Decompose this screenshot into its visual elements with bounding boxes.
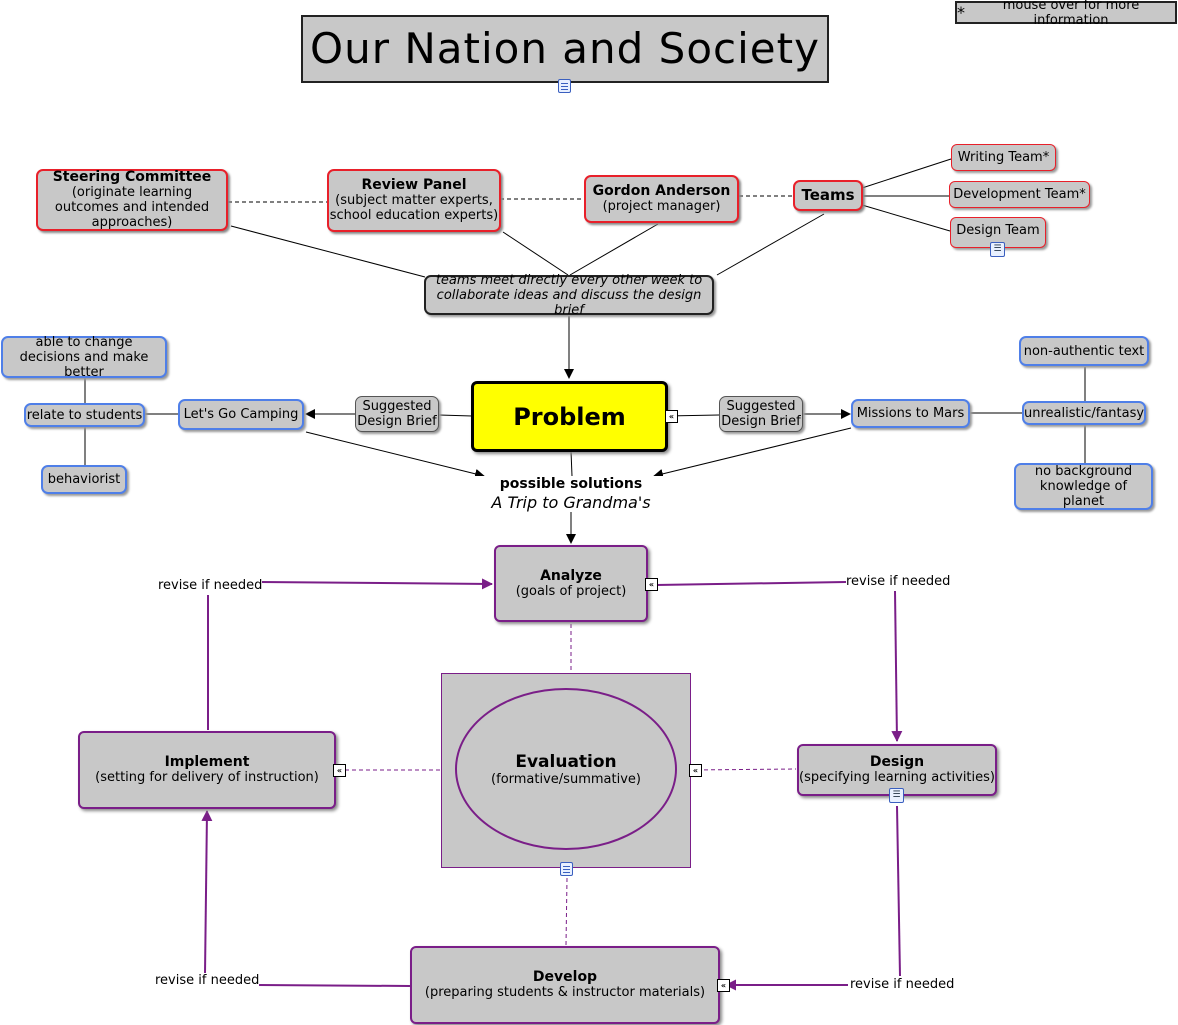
- node-subtitle: (project manager): [602, 199, 721, 214]
- gordon-anderson-node[interactable]: Gordon Anderson (project manager): [584, 175, 739, 223]
- node-title: Develop: [532, 969, 598, 985]
- node-title: Steering Committee: [52, 169, 212, 185]
- node-label: no background knowledge of planet: [1034, 464, 1133, 509]
- node-label: Suggested Design Brief: [721, 399, 801, 429]
- info-note: * mouse over for more information: [955, 0, 1177, 28]
- concept-map-icon[interactable]: ☰: [990, 242, 1005, 257]
- review-panel-node[interactable]: Review Panel (subject matter experts, sc…: [327, 169, 501, 232]
- document-icon[interactable]: [558, 79, 571, 93]
- note-text: mouse over for more information: [1002, 0, 1140, 28]
- node-subtitle: A Trip to Grandma's: [491, 493, 651, 512]
- node-title: Implement: [164, 754, 250, 770]
- implement-node[interactable]: Implement (setting for delivery of instr…: [78, 731, 336, 809]
- expand-arrows-icon[interactable]: «: [645, 578, 658, 591]
- possible-solutions-node[interactable]: possible solutions A Trip to Grandma's: [470, 476, 672, 512]
- node-subtitle: (specifying learning activities): [799, 770, 995, 785]
- node-label: Design Team: [956, 223, 1040, 238]
- analyze-node[interactable]: Analyze (goals of project): [494, 545, 648, 622]
- teams-node[interactable]: Teams: [793, 180, 863, 211]
- node-subtitle: (originate learning outcomes and intende…: [54, 185, 210, 230]
- node-title: Teams: [801, 186, 855, 204]
- problem-node[interactable]: Problem: [471, 381, 668, 452]
- node-label: able to change decisions and make better: [19, 334, 149, 380]
- suggested-design-brief-right[interactable]: Suggested Design Brief: [719, 396, 803, 432]
- no-background-knowledge-node[interactable]: no background knowledge of planet: [1014, 463, 1153, 510]
- steering-committee-node[interactable]: Steering Committee (originate learning o…: [36, 169, 228, 231]
- develop-node[interactable]: Develop (preparing students & instructor…: [410, 946, 720, 1024]
- expand-arrows-icon[interactable]: «: [717, 979, 730, 992]
- node-label: behaviorist: [47, 472, 121, 487]
- node-label: relate to students: [26, 407, 143, 423]
- evaluation-node[interactable]: Evaluation (formative/summative): [455, 688, 677, 850]
- able-to-change-node[interactable]: able to change decisions and make better: [1, 334, 167, 380]
- concept-map-icon[interactable]: ☰: [889, 788, 904, 803]
- node-label: Let's Go Camping: [183, 407, 299, 422]
- revise-label: revise if needed: [846, 574, 951, 589]
- document-icon[interactable]: [560, 862, 573, 876]
- node-title: Evaluation: [515, 751, 617, 772]
- node-label: Suggested Design Brief: [357, 399, 437, 429]
- suggested-design-brief-left[interactable]: Suggested Design Brief: [355, 396, 439, 432]
- expand-arrows-icon[interactable]: «: [333, 764, 346, 777]
- node-label: Writing Team*: [957, 150, 1050, 165]
- node-title: possible solutions: [499, 476, 643, 492]
- node-title: Review Panel: [361, 177, 467, 193]
- relate-to-students-node[interactable]: relate to students: [24, 403, 145, 427]
- node-title: Problem: [513, 402, 626, 431]
- revise-label: revise if needed: [158, 578, 263, 593]
- revise-label: revise if needed: [155, 973, 260, 988]
- map-title: Our Nation and Society: [301, 15, 829, 83]
- node-subtitle: (goals of project): [515, 583, 627, 599]
- node-title: Analyze: [540, 567, 602, 584]
- revise-label: revise if needed: [850, 977, 955, 992]
- team-meetings-node[interactable]: teams meet directly every other week to …: [424, 272, 714, 318]
- expand-arrows-icon[interactable]: «: [689, 764, 702, 777]
- node-title: Design: [869, 754, 925, 770]
- development-team-node[interactable]: Development Team*: [949, 181, 1090, 208]
- lets-go-camping-node[interactable]: Let's Go Camping: [178, 399, 304, 430]
- behaviorist-node[interactable]: behaviorist: [41, 465, 127, 494]
- node-label: unrealistic/fantasy: [1023, 405, 1145, 421]
- expand-arrows-icon[interactable]: «: [665, 410, 678, 423]
- note-star: *: [957, 3, 965, 22]
- node-label: Development Team*: [953, 187, 1086, 202]
- node-label: non-authentic text: [1023, 343, 1145, 359]
- node-subtitle: (subject matter experts, school educatio…: [329, 193, 499, 223]
- node-label: teams meet directly every other week to …: [435, 272, 703, 318]
- writing-team-node[interactable]: Writing Team*: [951, 144, 1056, 171]
- design-node[interactable]: Design (specifying learning activities): [797, 744, 997, 796]
- node-subtitle: (preparing students & instructor materia…: [424, 985, 706, 1000]
- non-authentic-text-node[interactable]: non-authentic text: [1019, 336, 1149, 366]
- node-subtitle: (formative/summative): [491, 771, 641, 787]
- node-label: Missions to Mars: [856, 406, 965, 421]
- node-subtitle: (setting for delivery of instruction): [95, 770, 319, 785]
- node-title: Gordon Anderson: [592, 183, 731, 199]
- missions-to-mars-node[interactable]: Missions to Mars: [851, 399, 970, 428]
- unrealistic-fantasy-node[interactable]: unrealistic/fantasy: [1022, 401, 1146, 425]
